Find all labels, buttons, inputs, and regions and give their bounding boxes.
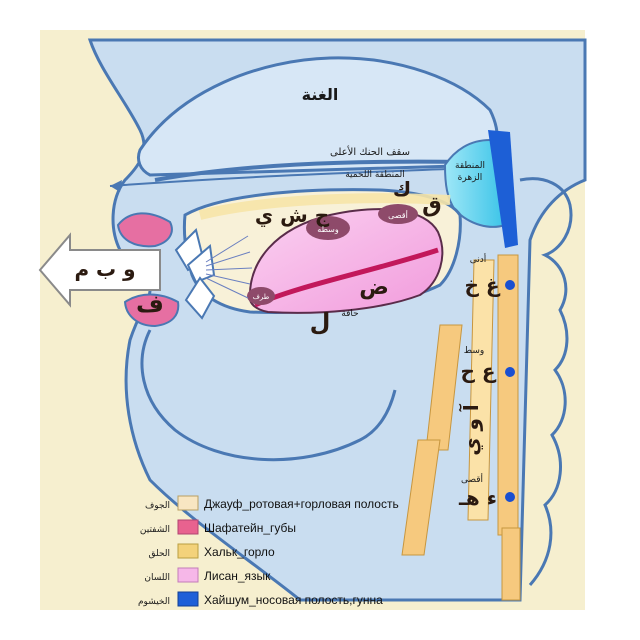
legend-swatch	[177, 591, 199, 607]
letters-waw-ba-mim: و ب م	[74, 257, 135, 281]
upper-incisor-2	[186, 244, 216, 284]
pharynx-bar-lower	[501, 527, 521, 601]
wasat-tongue-label: وسطه	[317, 225, 339, 234]
legend-text: Шафатейн_губы	[204, 521, 296, 535]
legend-item-halq: الحلق Хальк_горло	[148, 543, 275, 559]
legend-item-jawf: الجوف Джауф_ротовая+горловая полость	[145, 495, 399, 511]
pharynx-bar-diagonal-2	[401, 439, 441, 556]
legend-text: Лисан_язык	[204, 569, 271, 583]
legend-swatch	[177, 567, 199, 583]
letters-ghain-kha: غ خ	[464, 273, 500, 297]
lower-incisor	[184, 276, 216, 320]
throat-dot-wasat	[505, 367, 515, 377]
legend-swatch	[177, 519, 199, 535]
tongue-tip-spot	[247, 287, 275, 305]
jaw-outline	[140, 329, 397, 462]
upper-lip	[116, 212, 173, 248]
aqsa-tongue-label: أقصى	[388, 210, 408, 220]
legend-text: Хайшум_носовая полость,гунна	[204, 593, 383, 607]
upper-palate-label: سقف الحنك الأعلى	[330, 145, 410, 158]
tongue-back-spot	[378, 204, 418, 224]
uvula-region-label-1: المنطقة	[455, 161, 485, 171]
uvula-region-label-2: الزهرة	[458, 173, 483, 183]
articulation-rays	[205, 235, 253, 299]
pharynx-cyan	[443, 139, 507, 228]
legend-item-khayshum: الخيشوم Хайшум_носовая полость,гунна	[138, 591, 383, 607]
nasal-airflow-arrowhead	[110, 180, 122, 192]
haffa-label: حافة	[341, 309, 358, 319]
legend-arabic: الشفتين	[140, 525, 170, 535]
legend-arabic: اللسان	[144, 573, 170, 583]
letters-ain-ha: ع ح	[460, 359, 496, 383]
ghunna-label: الغنة	[302, 85, 339, 104]
nasal-blue-strip	[488, 130, 518, 248]
letters-long-vowels: آ و ي	[458, 403, 484, 456]
letters-hamza-ha: ء هـ	[458, 486, 497, 510]
jawf-band	[198, 193, 451, 220]
pharynx-bar-diagonal-1	[425, 324, 463, 451]
spine-outline	[519, 177, 573, 586]
pharynx-bar-center	[467, 259, 495, 521]
letter-lam: ل	[310, 308, 331, 336]
legend-arabic: الخيشوم	[138, 597, 170, 607]
legend-arabic: الجوف	[145, 501, 170, 511]
tongue-middle-spot	[306, 216, 350, 240]
letter-dad: ض	[359, 275, 389, 300]
aqsa-label: أقصى	[461, 473, 483, 485]
legend-swatch	[177, 495, 199, 511]
lower-lip	[123, 293, 180, 328]
tip-tongue-label: طرف	[253, 293, 270, 301]
lips-arrow	[38, 232, 161, 308]
letter-fa: ف	[136, 290, 164, 318]
nasal-airflow-arrow	[109, 167, 471, 187]
wasat-label: وسط	[464, 346, 484, 356]
legend: الجوف Джауф_ротовая+горловая полость الش…	[138, 495, 399, 607]
hard-palate	[154, 159, 471, 182]
legend-arabic: الحلق	[148, 549, 170, 559]
throat-dot-adna	[505, 280, 515, 290]
adna-label: أدنى	[470, 253, 487, 265]
letter-qaf: ق	[422, 193, 442, 218]
legend-item-lisan: اللسان Лисан_язык	[144, 567, 271, 583]
letters-jim-shin-ya: ج ش ي	[255, 203, 330, 228]
letter-kaf: ك	[393, 177, 411, 201]
legend-text: Джауф_ротовая+горловая полость	[204, 497, 399, 511]
legend-swatch	[177, 543, 199, 559]
legend-item-shafatain: الشفتين Шафатейн_губы	[140, 519, 296, 535]
legend-text: Хальк_горло	[204, 545, 275, 559]
nasal-cavity	[136, 56, 499, 177]
throat-dot-aqsa	[505, 492, 515, 502]
soft-palate-label: المنطقة اللحمية	[345, 170, 405, 180]
